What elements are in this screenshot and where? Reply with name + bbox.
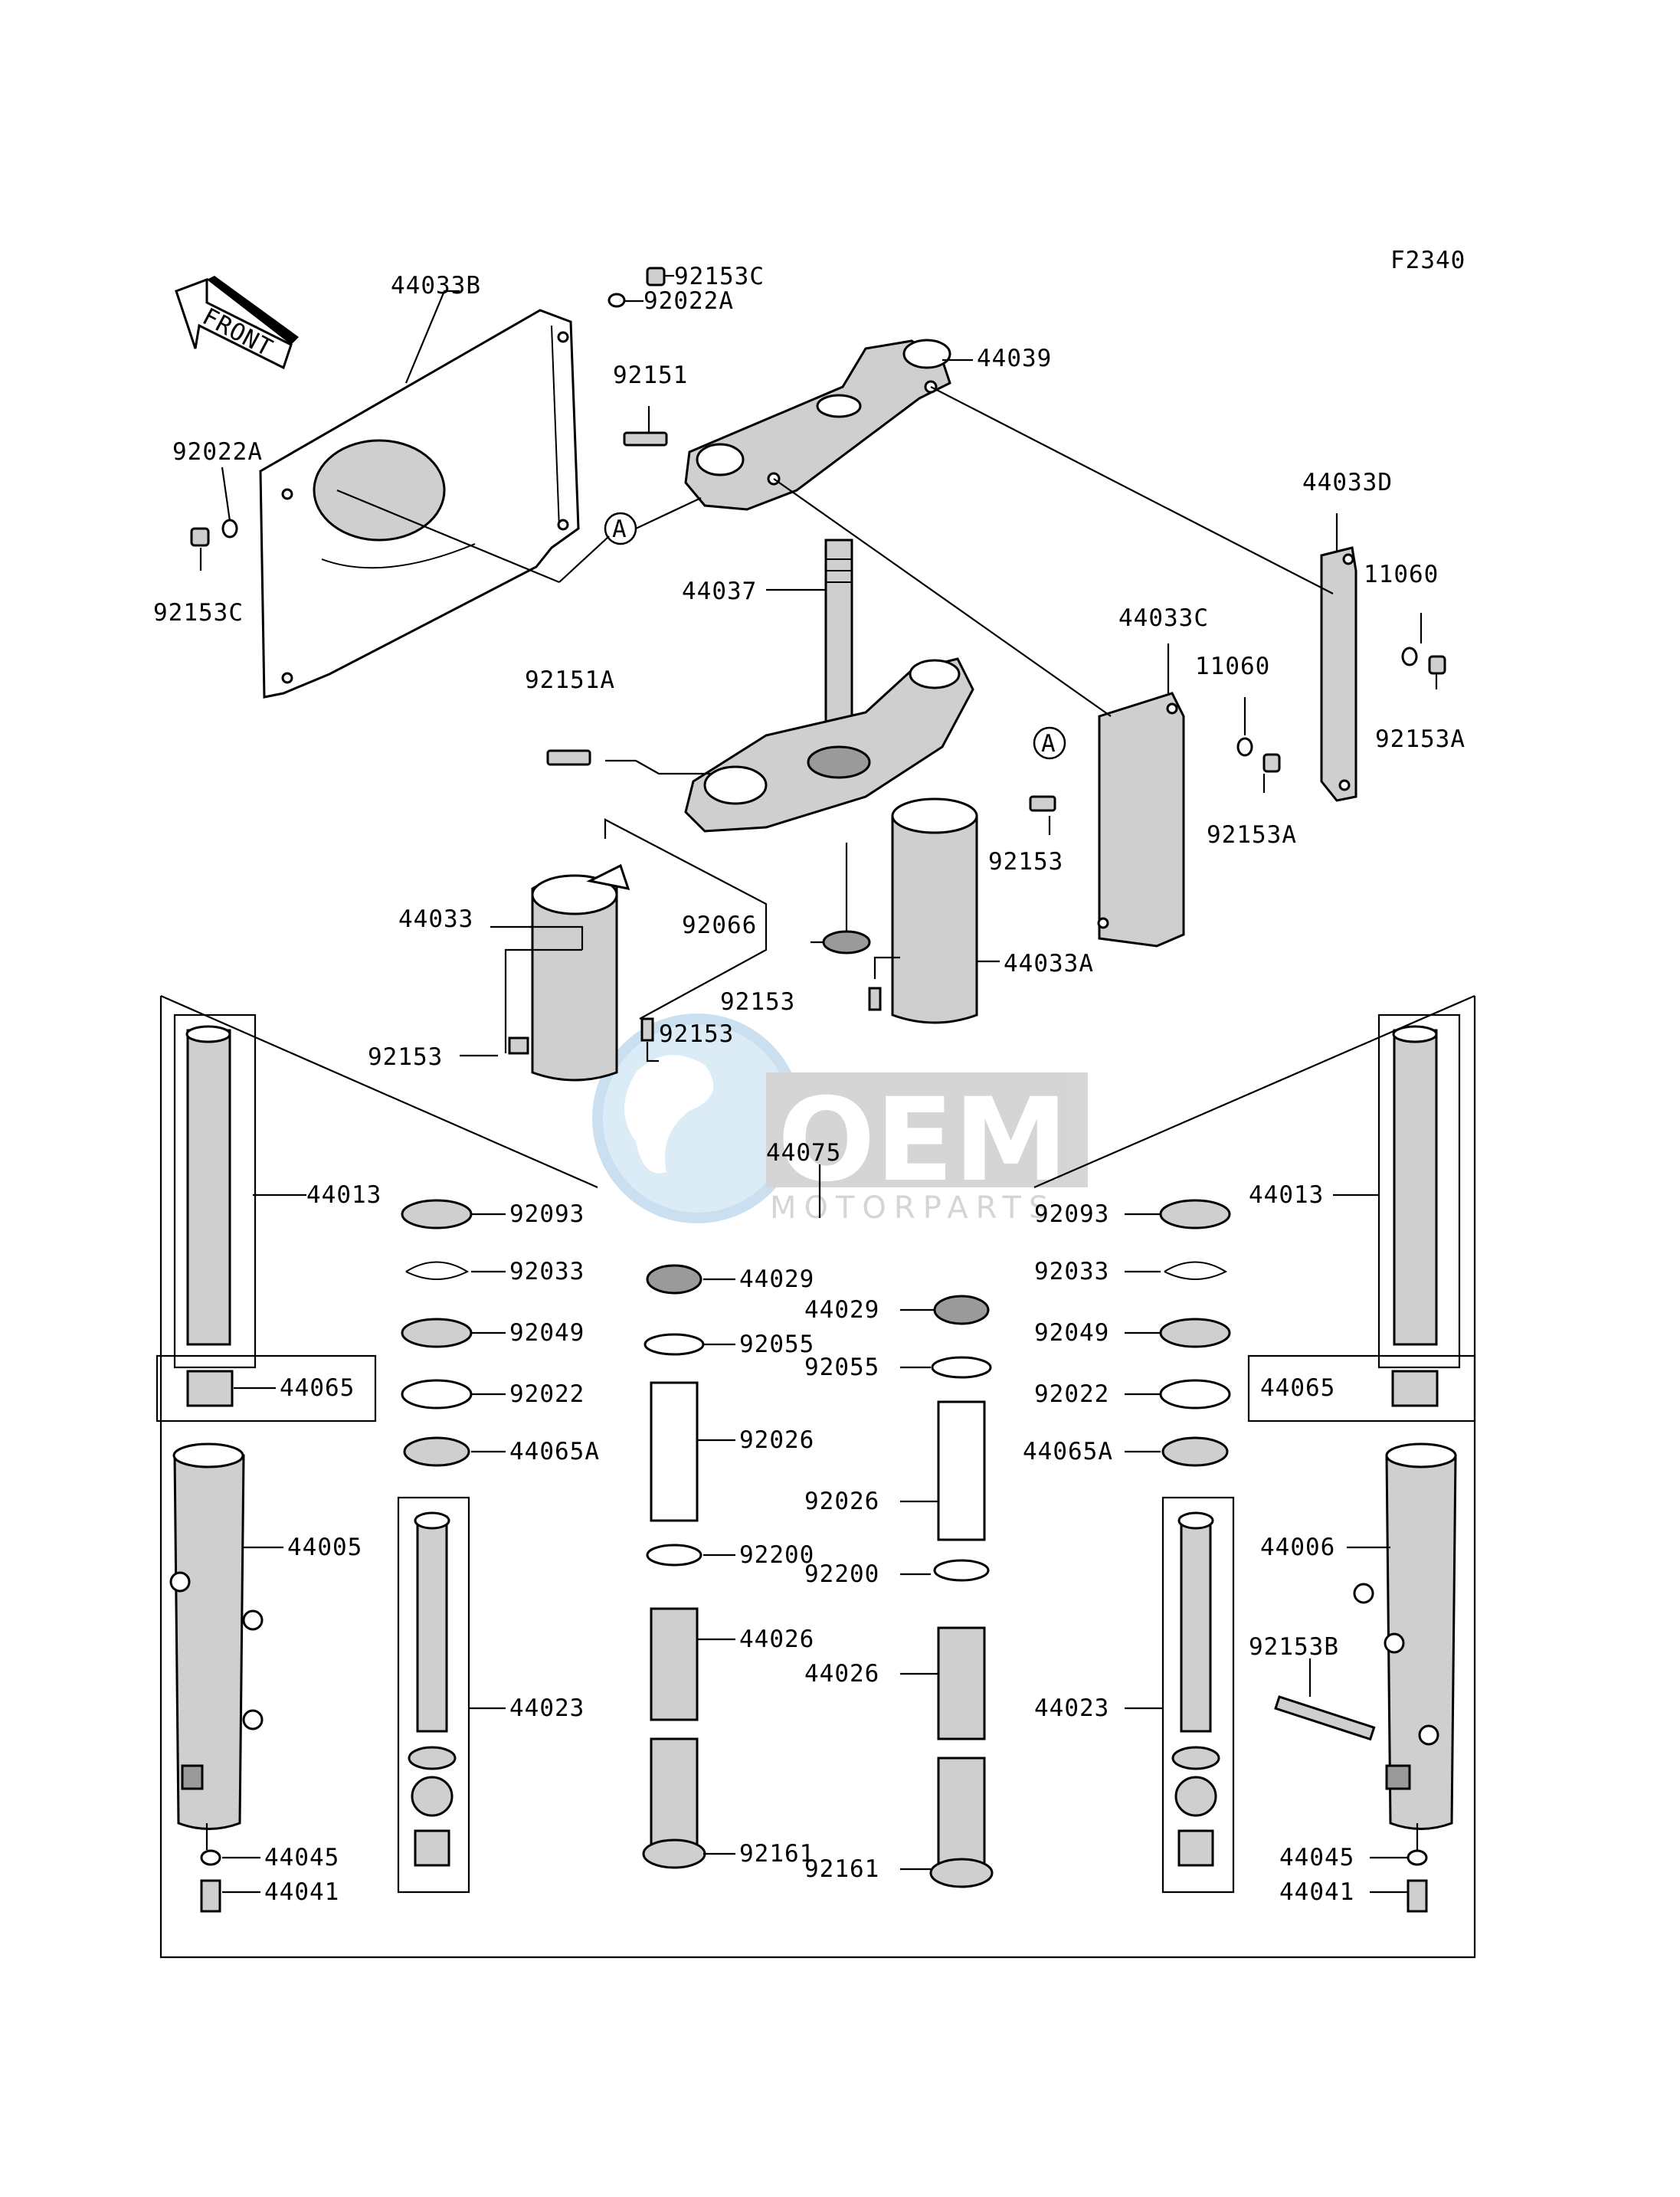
oem-motorparts-watermark: OEM MOTORPARTS bbox=[592, 1013, 1088, 1226]
label-11060-right: 11060 bbox=[1364, 561, 1439, 588]
label-44033A: 44033A bbox=[1004, 950, 1094, 977]
fork-cover-44033D bbox=[1320, 546, 1357, 802]
label-44045-left: 44045 bbox=[264, 1844, 339, 1871]
label-92049-right: 92049 bbox=[1034, 1319, 1109, 1347]
label-44033C: 44033C bbox=[1118, 604, 1209, 632]
label-44013-right: 44013 bbox=[1249, 1181, 1324, 1209]
reference-marker-a-mid: A bbox=[1033, 726, 1066, 760]
label-92153-mid: 92153 bbox=[988, 848, 1063, 876]
label-92055-left: 92055 bbox=[739, 1331, 814, 1358]
label-92066: 92066 bbox=[682, 912, 757, 939]
inner-tube-44013-left bbox=[156, 1013, 377, 1423]
seal-stack-left bbox=[401, 1199, 473, 1467]
label-44037: 44037 bbox=[682, 578, 757, 605]
label-44033B: 44033B bbox=[391, 272, 481, 300]
label-92055-right: 92055 bbox=[804, 1354, 879, 1381]
seal-stack-right bbox=[1159, 1199, 1231, 1467]
label-11060-mid: 11060 bbox=[1195, 653, 1270, 680]
label-44065-right: 44065 bbox=[1260, 1374, 1335, 1402]
top-triple-clamp-44039 bbox=[684, 339, 951, 511]
label-92161-left: 92161 bbox=[739, 1840, 814, 1868]
ref-marker-label: A bbox=[1041, 730, 1056, 758]
label-44045-right: 44045 bbox=[1279, 1844, 1354, 1871]
label-92049-left: 92049 bbox=[509, 1319, 585, 1347]
label-44065A-right: 44065A bbox=[1023, 1438, 1113, 1465]
front-direction-arrow-icon: FRONT bbox=[175, 276, 299, 370]
part-labels: 44033B 92153C 92022A 92151 44039 92022A … bbox=[153, 263, 1465, 1906]
label-92200-left: 92200 bbox=[739, 1541, 814, 1569]
diagram-code: F2340 bbox=[1390, 247, 1465, 274]
label-44041-left: 44041 bbox=[264, 1878, 339, 1906]
label-44033D: 44033D bbox=[1302, 469, 1393, 496]
damper-rod-44023-left bbox=[397, 1496, 470, 1894]
label-92093-right: 92093 bbox=[1034, 1200, 1109, 1228]
spring-assembly-left bbox=[642, 1264, 706, 1869]
label-92026-left: 92026 bbox=[739, 1426, 814, 1454]
watermark-subtitle: MOTORPARTS bbox=[770, 1190, 1056, 1226]
label-92153-c: 92153 bbox=[659, 1020, 734, 1048]
label-92200-right: 92200 bbox=[804, 1560, 879, 1588]
label-92022A-left: 92022A bbox=[172, 438, 263, 466]
leader-lines bbox=[199, 274, 1438, 1894]
steering-stem-44037 bbox=[684, 539, 974, 833]
label-92153B: 92153B bbox=[1249, 1633, 1339, 1661]
label-44026-right: 44026 bbox=[804, 1660, 879, 1688]
damper-rod-44023-right bbox=[1161, 1496, 1235, 1894]
label-44023-left: 44023 bbox=[509, 1694, 585, 1722]
fork-tube-cover-44033 bbox=[531, 863, 630, 1082]
label-44013-left: 44013 bbox=[306, 1181, 382, 1209]
label-92153A-right: 92153A bbox=[1375, 725, 1465, 753]
label-92153-a: 92153 bbox=[720, 988, 795, 1016]
label-44033: 44033 bbox=[398, 905, 473, 933]
ref-marker-label: A bbox=[612, 516, 627, 543]
bottom-bolts bbox=[200, 1849, 1428, 1913]
label-44065A-left: 44065A bbox=[509, 1438, 600, 1465]
label-44023-right: 44023 bbox=[1034, 1694, 1109, 1722]
inner-tube-44013-right bbox=[1247, 1013, 1476, 1423]
label-44005: 44005 bbox=[287, 1534, 362, 1561]
label-92151: 92151 bbox=[613, 362, 688, 389]
label-92022-left: 92022 bbox=[509, 1380, 585, 1408]
fork-tube-cover-44033A bbox=[891, 797, 978, 1024]
fork-cover-44033C bbox=[1097, 692, 1185, 948]
label-92022A-top: 92022A bbox=[644, 287, 734, 315]
label-92153C-top: 92153C bbox=[674, 263, 765, 290]
outer-fork-leg-44006 bbox=[1274, 1442, 1457, 1830]
label-92153A-mid: 92153A bbox=[1207, 821, 1297, 849]
label-44029-right: 44029 bbox=[804, 1296, 879, 1324]
label-92093-left: 92093 bbox=[509, 1200, 585, 1228]
outer-fork-leg-44005 bbox=[169, 1442, 264, 1830]
label-92026-right: 92026 bbox=[804, 1488, 879, 1515]
label-44006: 44006 bbox=[1260, 1534, 1335, 1561]
label-92022-right: 92022 bbox=[1034, 1380, 1109, 1408]
label-92161-right: 92161 bbox=[804, 1855, 879, 1883]
label-44029-left: 44029 bbox=[739, 1265, 814, 1293]
label-44075: 44075 bbox=[766, 1139, 841, 1167]
spring-assembly-right bbox=[929, 1295, 994, 1888]
front-badge-label: FRONT bbox=[198, 303, 277, 362]
label-92033-right: 92033 bbox=[1034, 1258, 1109, 1285]
fork-cover-44033B bbox=[259, 309, 580, 699]
label-92153C-left: 92153C bbox=[153, 599, 244, 627]
label-44065-left: 44065 bbox=[280, 1374, 355, 1402]
label-44026-left: 44026 bbox=[739, 1626, 814, 1653]
label-44039: 44039 bbox=[977, 345, 1052, 372]
label-92153-b: 92153 bbox=[368, 1043, 443, 1071]
label-92151A: 92151A bbox=[525, 666, 615, 694]
watermark-brand: OEM bbox=[778, 1074, 1068, 1207]
reference-marker-a-top: A bbox=[604, 512, 637, 545]
assembly-frame bbox=[159, 996, 1476, 1959]
label-92033-left: 92033 bbox=[509, 1258, 585, 1285]
label-44041-right: 44041 bbox=[1279, 1878, 1354, 1906]
